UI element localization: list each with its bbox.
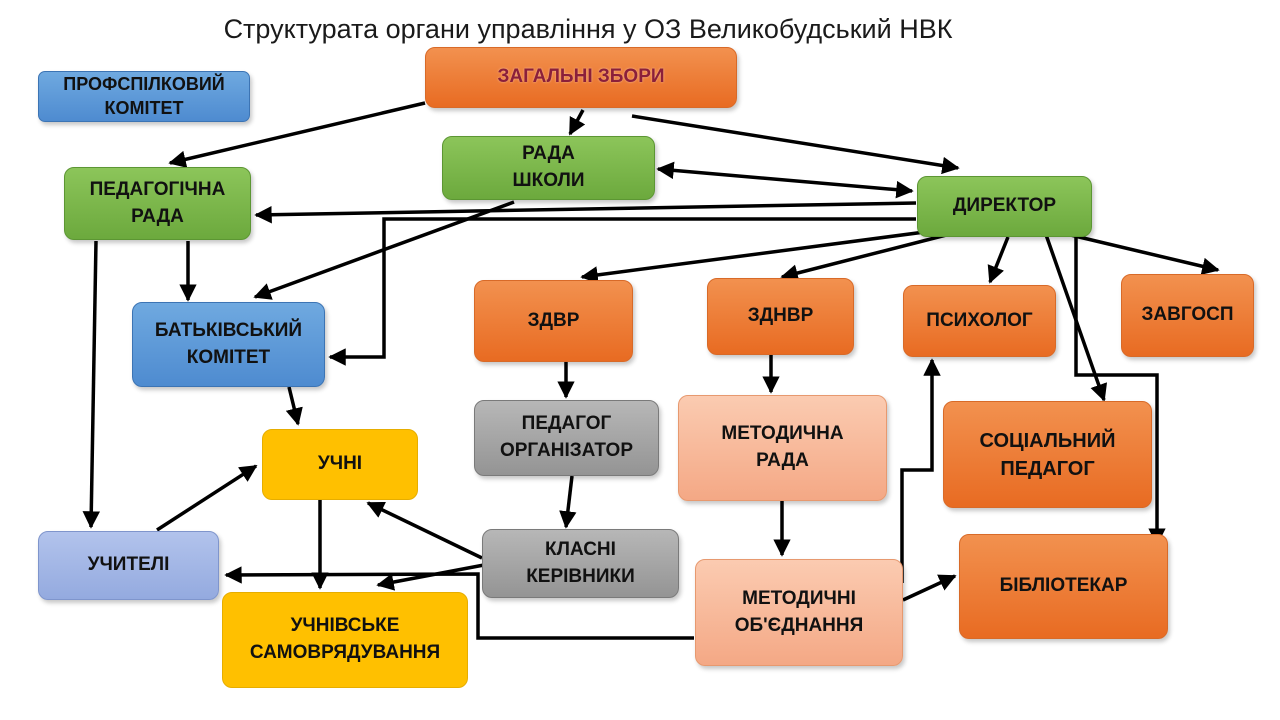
arrow-rada-dyrektor	[656, 161, 914, 199]
arrow-dyrektor-to-sotsialnyi	[1042, 228, 1108, 402]
node-uchyteli: УЧИТЕЛІ	[38, 531, 219, 600]
node-metodychni-obiednannia: МЕТОДИЧНІ ОБ'ЄДНАННЯ	[695, 559, 903, 666]
arrow-dyrektor-to-zdnvr	[780, 230, 959, 282]
node-zavhosp: ЗАВГОСП	[1121, 274, 1254, 357]
node-sotsialnyi-pedahoh: СОЦІАЛЬНИЙ ПЕДАГОГ	[943, 401, 1152, 508]
arrow-uchyteli-to-uchni	[156, 464, 258, 532]
arrow-dyrektor-to-batkivskyi	[328, 217, 916, 366]
arrow-pedrada-to-uchyteli	[82, 240, 101, 529]
arrow-zbory-to-dyrektor	[631, 114, 960, 175]
arrow-dyrektor-to-zdvr	[580, 228, 941, 284]
node-zdvr: ЗДВР	[474, 280, 633, 362]
node-profspilkovyi-komitet: ПРОФСПІЛКОВИЙ КОМІТЕТ	[38, 71, 250, 122]
node-bibliotekar: БІБЛІОТЕКАР	[959, 534, 1168, 639]
arrow-dyrektor-to-pedrada	[254, 201, 917, 224]
node-pedahoh-orhanizator: ПЕДАГОГ ОРГАНІЗАТОР	[474, 400, 659, 476]
arrow-obiednannia-to-psykholoh	[900, 358, 941, 583]
arrow-zbory-to-pedrada	[168, 101, 426, 168]
diagram-title: Структурата органи управління у ОЗ Велик…	[223, 14, 953, 44]
node-zahalni-zbory: ЗАГАЛЬНІ ЗБОРИ	[425, 47, 737, 108]
node-pedahohichna-rada: ПЕДАГОГІЧНА РАДА	[64, 167, 251, 240]
node-batkivskyi-komitet: БАТЬКІВСЬКИЙ КОМІТЕТ	[132, 302, 325, 387]
node-dyrektor: ДИРЕКТОР	[917, 176, 1092, 237]
node-zdnvr: ЗДНВР	[707, 278, 854, 355]
arrow-dyrektor-to-zavhosp	[1057, 230, 1220, 275]
arrow-zbory-to-rada	[568, 109, 586, 136]
node-psykholoh: ПСИХОЛОГ	[903, 285, 1056, 357]
arrow-klasni-to-uchni	[366, 501, 483, 560]
arrow-orhanizator-to-klasni	[559, 475, 577, 529]
arrow-rada-to-batkivskyi	[253, 200, 515, 300]
node-uchni: УЧНІ	[262, 429, 418, 500]
arrow-obiednannia-to-bibliotekar	[902, 574, 957, 602]
node-metodychna-rada: МЕТОДИЧНА РАДА	[678, 395, 887, 501]
arrow-dyrektor-to-psykholoh	[987, 236, 1010, 284]
arrow-batkivskyi-to-uchni	[285, 386, 303, 426]
arrow-obiednannia-to-uchyteli	[224, 566, 694, 640]
node-uchnivske-samovriaduvannia: УЧНІВСЬКЕ САМОВРЯДУВАННЯ	[222, 592, 468, 688]
node-klasni-kerivnyky: КЛАСНІ КЕРІВНИКИ	[482, 529, 679, 598]
node-rada-shkoly: РАДА ШКОЛИ	[442, 136, 655, 200]
arrow-dyrektor-to-bibliotekar	[1074, 233, 1166, 546]
